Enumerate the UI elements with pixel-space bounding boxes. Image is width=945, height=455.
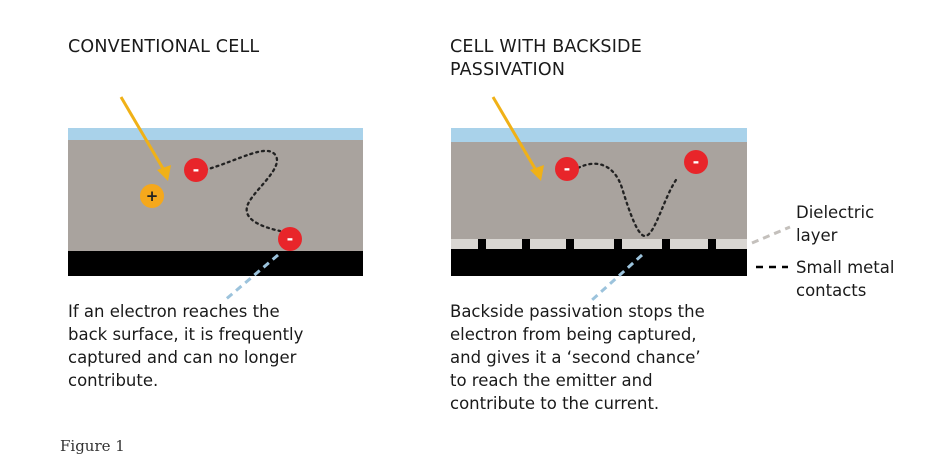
right-antireflective-layer <box>451 128 747 142</box>
left-antireflective-layer <box>68 128 363 140</box>
contacts-legend-line-2: contacts <box>796 281 867 300</box>
right-electron-path <box>576 162 680 238</box>
right-metal-back-contact <box>451 249 747 276</box>
left-electron-path <box>203 149 282 233</box>
right-electron-start-symbol: - <box>564 159 571 178</box>
figure-label: Figure 1 <box>60 437 125 455</box>
left-hole-symbol: + <box>146 187 159 205</box>
right-light-arrow <box>491 96 539 173</box>
right-caption-line-3: and gives it a ‘second chance’ <box>450 348 701 367</box>
metal-contact-3 <box>566 239 574 249</box>
right-caption-line-4: to reach the emitter and <box>450 371 653 390</box>
left-light-arrowhead <box>157 165 171 181</box>
left-caption-line-4: contribute. <box>68 371 159 390</box>
right-title-line-1: CELL WITH BACKSIDE <box>450 37 642 57</box>
left-metal-back-contact <box>68 251 363 276</box>
right-caption-line-2: electron from being captured, <box>450 325 697 344</box>
metal-contact-6 <box>708 239 716 249</box>
metal-contact-2 <box>522 239 530 249</box>
right-dielectric-layer <box>451 239 747 249</box>
right-electron-rebound-symbol: - <box>693 152 700 171</box>
right-electron-start <box>555 157 579 181</box>
left-caption-line-3: captured and can no longer <box>68 348 297 367</box>
right-electron-rebound <box>684 150 708 174</box>
left-electron-start <box>184 158 208 182</box>
right-light-arrowhead <box>530 165 544 181</box>
left-caption-line-2: back surface, it is frequently <box>68 325 304 344</box>
left-caption-line-1: If an electron reaches the <box>68 302 280 321</box>
left-electron-start-symbol: - <box>193 160 200 179</box>
metal-contact-5 <box>662 239 670 249</box>
dielectric-legend-line-2: layer <box>796 226 838 245</box>
passivated-cell: - - <box>451 96 791 302</box>
left-panel-title: CONVENTIONAL CELL <box>68 37 260 57</box>
dielectric-legend-pointer <box>751 225 791 245</box>
left-electron-captured <box>278 227 302 251</box>
conventional-cell: + - - <box>68 96 363 302</box>
left-electron-captured-symbol: - <box>287 229 294 248</box>
right-title-line-2: PASSIVATION <box>450 60 566 80</box>
metal-contact-1 <box>478 239 486 249</box>
left-hole <box>140 184 164 208</box>
right-caption-line-5: contribute to the current. <box>450 394 660 413</box>
dielectric-legend-line-1: Dielectric <box>796 203 875 222</box>
metal-contact-4 <box>614 239 622 249</box>
left-light-arrow <box>119 96 167 173</box>
right-caption-line-1: Backside passivation stops the <box>450 302 705 321</box>
left-silicon-bulk <box>68 140 363 251</box>
contacts-legend-line-1: Small metal <box>796 258 895 277</box>
